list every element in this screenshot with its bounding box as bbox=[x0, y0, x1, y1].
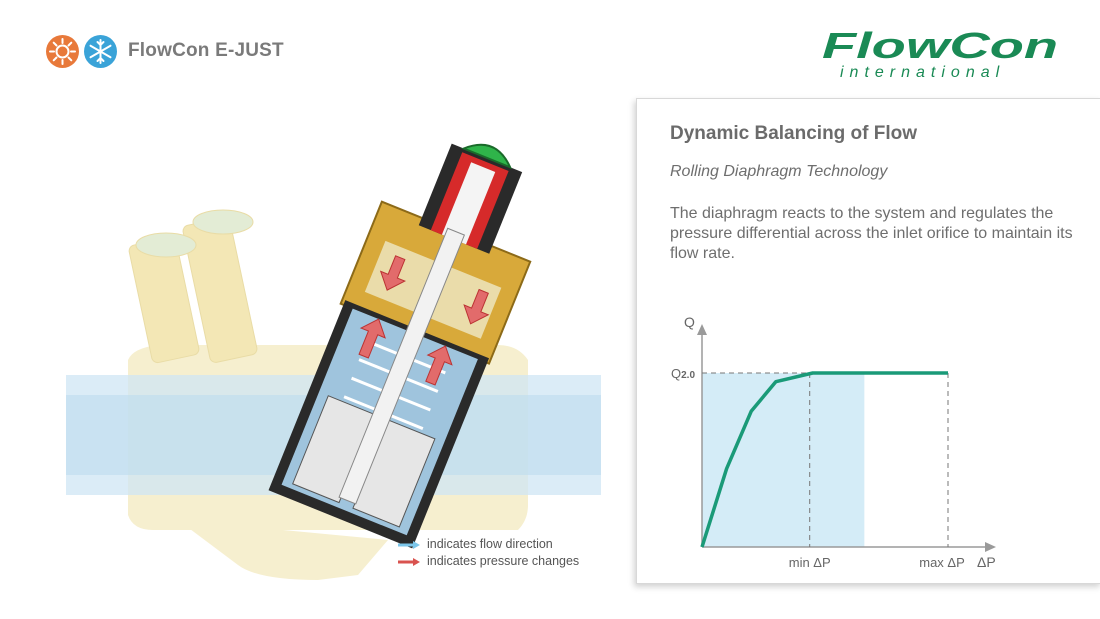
legend-flow-label: indicates flow direction bbox=[427, 537, 553, 551]
legend-item-flow: indicates flow direction bbox=[397, 536, 579, 553]
flow-curve bbox=[700, 371, 948, 548]
legend-pressure-label: indicates pressure changes bbox=[427, 554, 580, 568]
x-axis-label: ΔP bbox=[977, 554, 996, 570]
panel-subtitle: Rolling Diaphragm Technology bbox=[670, 163, 888, 180]
panel-description: The diaphragm reacts to the system and r… bbox=[670, 205, 1073, 262]
blue-arrow-icon bbox=[398, 540, 420, 549]
y-axis-label: Q bbox=[684, 314, 695, 330]
operating-range-shade bbox=[702, 373, 865, 547]
y-axis-arrow bbox=[697, 324, 707, 335]
x-axis-arrow bbox=[985, 542, 996, 552]
x-tick-label-min: min ΔP bbox=[789, 555, 831, 570]
panel-title: Dynamic Balancing of Flow bbox=[670, 123, 918, 144]
y-tick-label: Q2.0 bbox=[671, 366, 695, 381]
red-arrow-icon bbox=[398, 557, 420, 566]
svg-text:international: international bbox=[840, 64, 1005, 81]
product-header: FlowCon E-JUST bbox=[46, 34, 284, 68]
legend-item-pressure: indicates pressure changes bbox=[397, 553, 579, 570]
flowcon-logo: FlowCon international bbox=[822, 26, 1058, 81]
info-panel: Dynamic Balancing of Flow Rolling Diaphr… bbox=[636, 98, 1100, 584]
x-tick-label-max: max ΔP bbox=[919, 555, 965, 570]
svg-text:FlowCon: FlowCon bbox=[822, 26, 1058, 66]
flow-chart: Q ΔP Q2.0 min ΔP max ΔP bbox=[671, 314, 996, 570]
sun-icon bbox=[46, 34, 79, 68]
product-title: FlowCon E-JUST bbox=[128, 40, 284, 61]
snowflake-icon bbox=[84, 34, 117, 68]
legend: indicates flow direction indicates press… bbox=[397, 536, 579, 570]
valve-cutaway-illustration bbox=[66, 143, 601, 580]
